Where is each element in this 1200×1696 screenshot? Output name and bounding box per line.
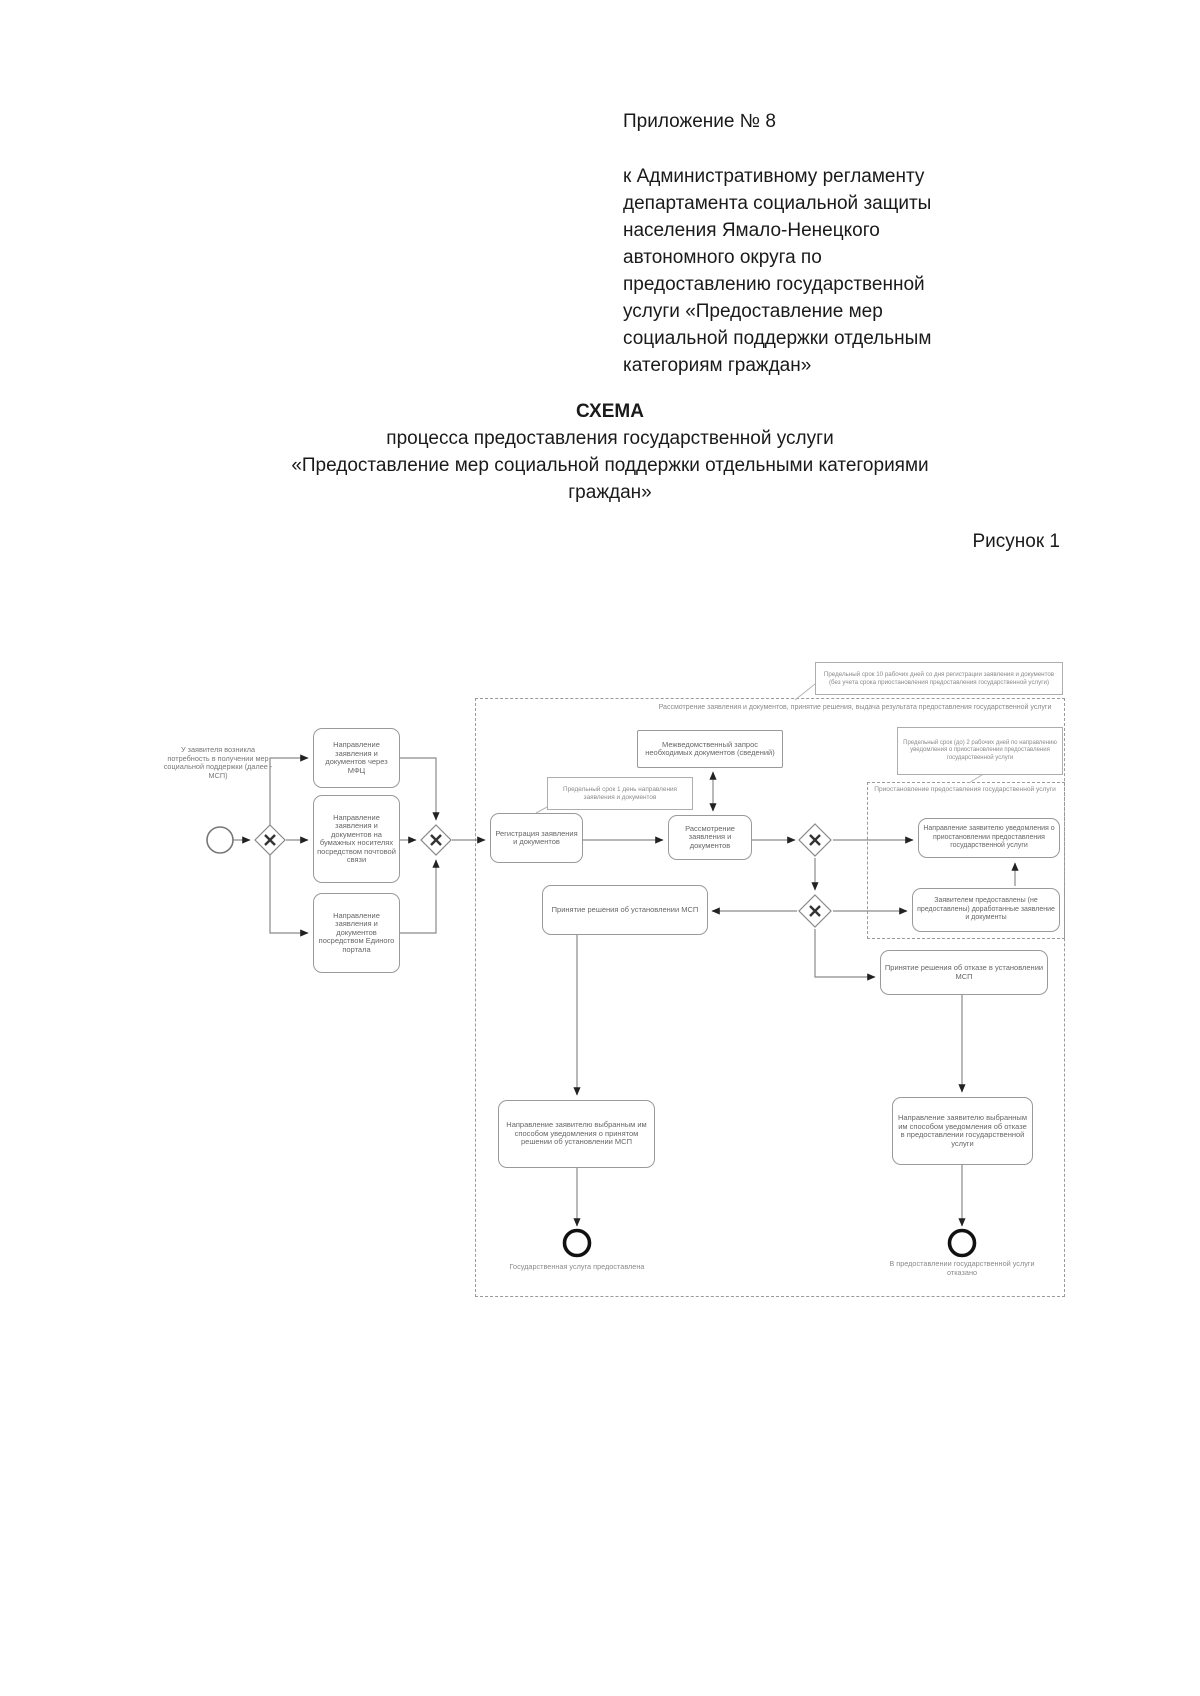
task-submit-mail: Направление заявления и документов на бу… — [313, 795, 400, 883]
figure-caption: Рисунок 1 — [972, 531, 1060, 552]
regulation-line: услуги «Предоставление мер — [623, 301, 883, 322]
regulation-line: автономного округа по — [623, 247, 822, 268]
start-event-icon — [206, 826, 234, 854]
scheme-subtitle-1: процесса предоставления государственной … — [386, 428, 834, 449]
regulation-line: населения Ямало-Ненецкого — [623, 220, 880, 241]
scheme-heading: СХЕМА — [576, 401, 644, 422]
actor-need-label: У заявителя возникла потребность в получ… — [163, 745, 273, 780]
task-submit-mfc: Направление заявления и документов через… — [313, 728, 400, 788]
note-registration-deadline: Предельный срок 1 день направления заявл… — [547, 777, 693, 810]
task-decision-refuse: Принятие решения об отказе в установлени… — [880, 950, 1048, 995]
regulation-line: предоставлению государственной — [623, 274, 925, 295]
exclusive-gateway-1-icon — [254, 824, 286, 856]
regulation-line: категориям граждан» — [623, 355, 812, 376]
regulation-line: к Административному регламенту — [623, 166, 925, 187]
end-refused-label: В предоставлении государственной услуги … — [889, 1259, 1035, 1277]
main-stage-container — [475, 698, 1065, 1297]
note-suspension-deadline: Предельный срок (до) 2 рабочих дней по н… — [897, 727, 1063, 775]
task-suspension-notice: Направление заявителю уведомления о прио… — [918, 818, 1060, 858]
task-notify-refuse: Направление заявителю выбранным им спосо… — [892, 1097, 1033, 1165]
regulation-line: социальной поддержки отдельным — [623, 328, 932, 349]
task-registration: Регистрация заявления и документов — [490, 813, 583, 863]
scheme-title-block: СХЕМА процесса предоставления государств… — [140, 398, 1080, 506]
exclusive-gateway-2-icon — [420, 824, 452, 856]
task-interagency-request: Межведомственный запрос необходимых доку… — [637, 730, 783, 768]
task-submit-portal: Направление заявления и документов посре… — [313, 893, 400, 973]
suspension-stage-label: Приостановление предоставления государст… — [874, 786, 1056, 793]
task-notify-grant: Направление заявителю выбранным им спосо… — [498, 1100, 655, 1168]
scheme-subtitle-3: граждан» — [568, 482, 652, 503]
task-resubmission: Заявителем предоставлены (не предоставле… — [912, 888, 1060, 932]
regulation-line: департамента социальной защиты — [623, 193, 932, 214]
appendix-title: Приложение № 8 — [623, 111, 776, 132]
end-granted-label: Государственная услуга предоставлена — [509, 1262, 645, 1271]
scheme-subtitle-2: «Предоставление мер социальной поддержки… — [291, 455, 929, 476]
note-overall-deadline: Предельный срок 10 рабочих дней со дня р… — [815, 662, 1063, 695]
task-decision-grant: Принятие решения об установлении МСП — [542, 885, 708, 935]
task-review: Рассмотрение заявления и документов — [668, 815, 752, 860]
suspension-stage-container — [867, 782, 1065, 939]
main-stage-label: Рассмотрение заявления и документов, при… — [658, 704, 1052, 711]
